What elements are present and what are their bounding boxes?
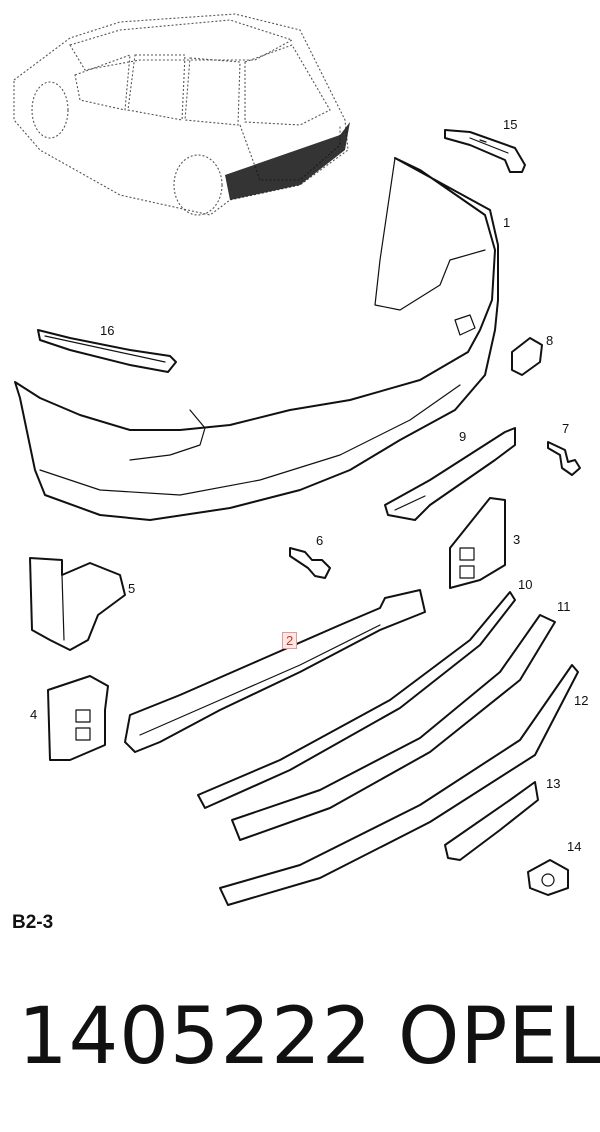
part-14-clip bbox=[527, 859, 569, 896]
callout-10: 10 bbox=[518, 577, 533, 592]
part-12-molding bbox=[219, 664, 579, 906]
part-8-cap bbox=[511, 337, 543, 376]
callout-8: 8 bbox=[546, 333, 554, 348]
callout-4: 4 bbox=[30, 707, 38, 722]
callout-16: 16 bbox=[100, 323, 115, 338]
part-15-bracket bbox=[444, 129, 526, 173]
part-10-strip bbox=[197, 591, 516, 809]
part-4-mount bbox=[47, 675, 109, 761]
callout-12: 12 bbox=[574, 693, 589, 708]
vehicle-outline bbox=[13, 13, 350, 216]
callout-2-highlighted: 2 bbox=[282, 632, 298, 649]
callout-5: 5 bbox=[128, 581, 136, 596]
part-2-impact-beam bbox=[124, 589, 426, 753]
part-7-screw bbox=[547, 441, 581, 476]
callout-11: 11 bbox=[557, 599, 571, 614]
callout-14: 14 bbox=[567, 839, 582, 854]
part-5-mount bbox=[29, 557, 126, 651]
callout-7: 7 bbox=[562, 421, 570, 436]
part-16-strip bbox=[37, 329, 177, 373]
callout-15: 15 bbox=[503, 117, 518, 132]
callout-9: 9 bbox=[459, 429, 467, 444]
diagram-reference-code: B2-3 bbox=[12, 912, 54, 933]
part-11-strip bbox=[231, 614, 556, 841]
callout-13: 13 bbox=[546, 776, 561, 791]
part-13-bracket-strip bbox=[444, 781, 539, 861]
callout-3: 3 bbox=[513, 532, 521, 547]
part-9-reinforcement bbox=[384, 427, 516, 521]
part-1-bumper-cover bbox=[14, 157, 499, 521]
callout-1: 1 bbox=[503, 215, 511, 230]
part-6-bolt bbox=[289, 547, 331, 579]
brand-name: OPEL bbox=[398, 992, 600, 1082]
part-3-bracket bbox=[449, 497, 506, 589]
callout-6: 6 bbox=[316, 533, 324, 548]
part-number: 1405222 bbox=[18, 992, 373, 1082]
